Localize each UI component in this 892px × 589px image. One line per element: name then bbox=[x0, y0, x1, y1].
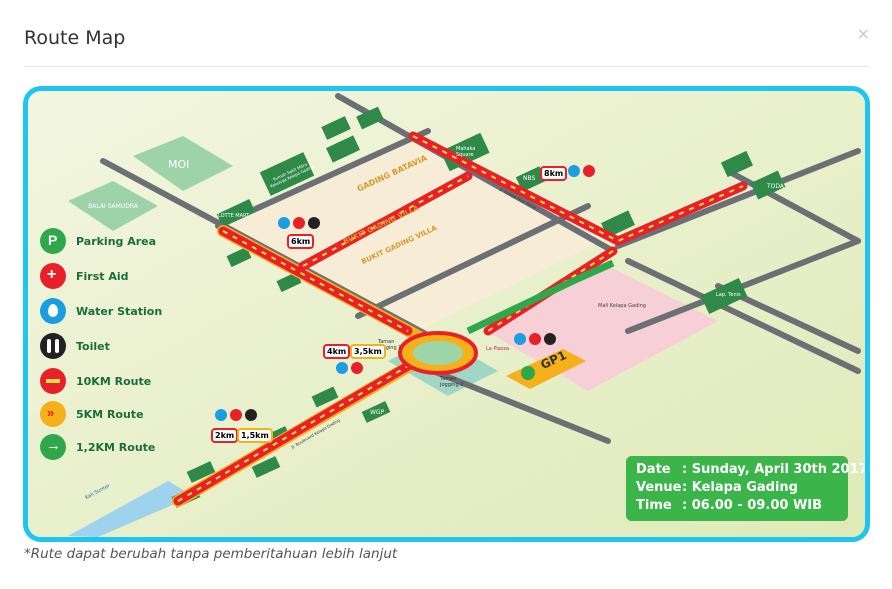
legend-label: Toilet bbox=[76, 339, 110, 353]
first-aid-icon bbox=[583, 165, 595, 177]
river bbox=[68, 481, 193, 537]
balai-label: BALAI SAMUDRA bbox=[88, 203, 138, 210]
info-venue-key: Venue bbox=[636, 480, 682, 495]
lotte-label: LOTTE MART bbox=[218, 213, 250, 219]
first-aid-icon bbox=[351, 362, 363, 374]
parking-icon: P bbox=[40, 228, 66, 254]
info-date-value: : Sunday, April 30th 2017 bbox=[682, 462, 868, 477]
taman-1-label: Taman Jogging 1 bbox=[378, 339, 402, 351]
close-icon[interactable]: × bbox=[856, 24, 870, 43]
toilet-icon bbox=[544, 333, 556, 345]
legend-item-5km: » 5KM Route bbox=[40, 401, 144, 427]
route-map-image: MOI BALAI SAMUDRA GADING BATAVIA BUKIT G… bbox=[23, 86, 870, 542]
water-drop-icon bbox=[336, 362, 348, 374]
modal-title: Route Map bbox=[24, 27, 126, 49]
legend-label: Water Station bbox=[76, 304, 163, 318]
km-marker-1-5: 1,5km bbox=[237, 428, 273, 443]
info-date-row: Date : Sunday, April 30th 2017 bbox=[636, 462, 868, 477]
legend-item-first-aid: + First Aid bbox=[40, 263, 129, 289]
legend-label: 10KM Route bbox=[76, 374, 152, 388]
toda-label: TODA bbox=[767, 183, 785, 190]
first-aid-icon bbox=[293, 217, 305, 229]
legend-label: Parking Area bbox=[76, 234, 157, 248]
km-marker-4: 4km bbox=[323, 344, 351, 359]
legend-label: First Aid bbox=[76, 269, 129, 283]
info-time-row: Time : 06.00 - 09.00 WIB bbox=[636, 498, 822, 513]
water-drop-icon bbox=[514, 333, 526, 345]
info-date-key: Date bbox=[636, 462, 671, 477]
lap-tenis-label: Lap. Tenis bbox=[716, 292, 741, 298]
km-marker-3-5: 3,5km bbox=[350, 344, 386, 359]
mall-label: Mall Kelapa Gading bbox=[598, 303, 646, 309]
taman-2-label: Taman Jogging 2 bbox=[440, 376, 464, 388]
la-piazza-label: La Piazza bbox=[486, 346, 510, 352]
toilet-icon bbox=[245, 409, 257, 421]
water-drop-icon bbox=[40, 298, 66, 324]
legend-item-10km: 10KM Route bbox=[40, 368, 151, 394]
first-aid-icon: + bbox=[40, 263, 66, 289]
km-marker-6: 6km bbox=[287, 234, 315, 249]
route-5km-icon: » bbox=[40, 401, 66, 427]
route-1-2km-icon: → bbox=[40, 434, 66, 460]
header-divider bbox=[24, 66, 869, 67]
moi-area bbox=[133, 136, 233, 191]
balai-area bbox=[68, 181, 158, 231]
km-marker-2: 2km bbox=[211, 428, 239, 443]
legend-item-parking: P Parking Area bbox=[40, 228, 156, 254]
legend-item-1-2km: → 1,2KM Route bbox=[40, 434, 155, 460]
toilet-icon bbox=[308, 217, 320, 229]
toilet-icon bbox=[40, 333, 66, 359]
footnote: *Rute dapat berubah tanpa pemberitahuan … bbox=[24, 546, 398, 562]
event-info-box: Date : Sunday, April 30th 2017 Venue: Kel… bbox=[626, 456, 865, 521]
water-drop-icon bbox=[278, 217, 290, 229]
first-aid-icon bbox=[529, 333, 541, 345]
nbs-label: NBS bbox=[523, 175, 536, 182]
km-marker-8: 8km bbox=[540, 166, 568, 181]
mahaka-label: Mahaka Square bbox=[456, 146, 476, 158]
first-aid-icon bbox=[230, 409, 242, 421]
mall-zone bbox=[478, 261, 718, 391]
legend-item-water: Water Station bbox=[40, 298, 162, 324]
info-time-value: : 06.00 - 09.00 WIB bbox=[682, 498, 823, 513]
water-drop-icon bbox=[215, 409, 227, 421]
water-drop-icon bbox=[568, 165, 580, 177]
route-10km-icon bbox=[40, 368, 66, 394]
modal-header: Route Map × bbox=[0, 0, 892, 66]
moi-label: MOI bbox=[168, 158, 190, 171]
legend-label: 1,2KM Route bbox=[76, 440, 156, 454]
legend-label: 5KM Route bbox=[76, 407, 144, 421]
wgp-label: WGP bbox=[370, 409, 385, 416]
route-map-drawing bbox=[28, 91, 865, 537]
info-venue-value: : Kelapa Gading bbox=[682, 480, 798, 495]
info-venue-row: Venue: Kelapa Gading bbox=[636, 480, 798, 495]
legend-item-toilet: Toilet bbox=[40, 333, 110, 359]
info-time-key: Time bbox=[636, 498, 672, 513]
